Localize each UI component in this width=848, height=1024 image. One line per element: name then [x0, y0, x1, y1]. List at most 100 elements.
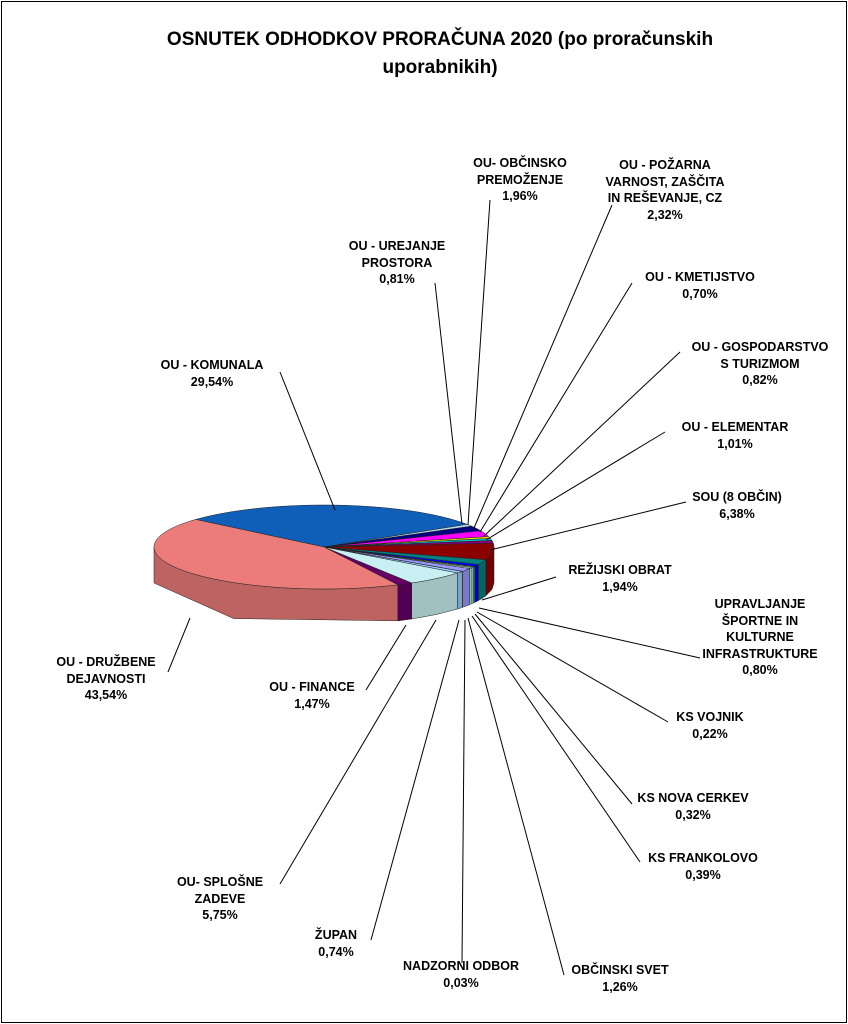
- leader-line: [461, 619, 466, 964]
- slice-percent: 1,26%: [602, 979, 638, 994]
- leader-line: [279, 371, 336, 511]
- slice-name: OU - UREJANJE: [348, 239, 446, 253]
- data-label: OU - POŽARNA VARNOST, ZAŠČITA IN REŠEVANJE…: [606, 157, 725, 223]
- slice-percent: 1,01%: [717, 436, 753, 451]
- slice-name: IN REŠEVANJE, CZ: [607, 191, 723, 205]
- data-label: UPRAVLJANJE ŠPORTNE IN KULTURNE INFRASTRUKT…: [702, 596, 817, 679]
- slice-percent: 0,80%: [742, 663, 778, 677]
- pie-slice-side: [478, 559, 487, 602]
- slice-percent: 29,54%: [190, 374, 234, 389]
- leader-line: [279, 619, 437, 885]
- leader-line: [485, 431, 666, 541]
- pie-slice[interactable]: [323, 546, 458, 584]
- leader-line: [474, 613, 633, 805]
- data-label: OU - ELEMENTAR 1,01%: [682, 419, 789, 452]
- slice-name: SOU (8 OBČIN): [692, 490, 782, 504]
- data-label: OBČINSKI SVET 1,26%: [571, 962, 668, 995]
- pie-slice-side: [474, 564, 479, 603]
- pie-slice-side: [457, 571, 463, 610]
- title-line: uporabnikih): [382, 57, 498, 78]
- pie-slice[interactable]: [153, 519, 399, 590]
- leader-line: [434, 282, 463, 525]
- data-label: OU - DRUŽBENE DEJAVNOSTI 43,54%: [56, 654, 155, 704]
- slice-percent: 1,96%: [502, 189, 538, 203]
- pie-slice[interactable]: [323, 542, 495, 561]
- slice-name: ŠPORTNE IN: [721, 613, 799, 628]
- slice-name: OU- SPLOŠNE: [176, 875, 264, 889]
- data-label: NADZORNI ODBOR 0,03%: [403, 958, 519, 991]
- slice-percent: 0,82%: [742, 373, 778, 387]
- slice-name: OU - KMETIJSTVO: [645, 270, 755, 284]
- slice-percent: 0,70%: [682, 286, 718, 301]
- slice-percent: 0,74%: [318, 944, 354, 959]
- pie-slice-side: [462, 568, 471, 608]
- slice-name: PROSTORA: [361, 255, 433, 270]
- slice-name: KS NOVA CERKEV: [637, 791, 749, 805]
- slice-name: ZADEVE: [194, 891, 246, 906]
- data-label: OU - UREJANJE PROSTORA 0,81%: [349, 238, 446, 288]
- slice-name: REŽIJSKI OBRAT: [568, 563, 672, 577]
- leader-line: [476, 611, 669, 723]
- slice-percent: 6,38%: [719, 506, 755, 521]
- slice-percent: 0,32%: [675, 807, 711, 822]
- slice-percent: 0,03%: [443, 975, 479, 990]
- chart-title: OSNUTEK ODHODKOV PRORAČUNA 2020 (po pror…: [90, 26, 790, 82]
- data-label: OU - KOMUNALA 29,54%: [161, 357, 264, 390]
- slice-percent: 1,47%: [294, 696, 330, 711]
- data-label: KS FRANKOLOVO 0,39%: [648, 850, 758, 883]
- pie-slice-side: [397, 582, 412, 622]
- slice-name: OU - ELEMENTAR: [681, 420, 789, 434]
- leader-line: [471, 615, 641, 863]
- data-label: REŽIJSKI OBRAT 1,94%: [568, 562, 671, 595]
- data-label: ŽUPAN 0,74%: [315, 927, 357, 960]
- slice-name: VARNOST, ZAŠČITA: [605, 174, 725, 189]
- slice-name: ŽUPAN: [314, 928, 358, 942]
- slice-percent: 0,22%: [692, 726, 728, 741]
- pie-slice-side: [469, 567, 473, 605]
- slice-name: PREMOŽENJE: [476, 172, 564, 187]
- leader-line: [473, 204, 613, 529]
- leader-line: [478, 607, 701, 659]
- data-label: SOU (8 OBČIN) 6,38%: [692, 489, 782, 522]
- slice-name: NADZORNI ODBOR: [403, 959, 519, 973]
- slice-name: DEJAVNOSTI: [66, 671, 146, 686]
- leader-line: [167, 617, 191, 673]
- leader-line: [467, 617, 565, 976]
- slice-name: OBČINSKI SVET: [571, 963, 669, 977]
- slice-name: INFRASTRUKTURE: [702, 646, 818, 661]
- data-label: OU - KMETIJSTVO 0,70%: [645, 269, 755, 302]
- slice-name: OU - GOSPODARSTVO: [691, 340, 829, 354]
- slice-name: KS FRANKOLOVO: [648, 851, 758, 865]
- slice-percent: 43,54%: [84, 688, 128, 702]
- leader-line: [489, 501, 687, 551]
- leader-line: [481, 576, 557, 601]
- leader-line: [483, 351, 681, 537]
- slice-name: OU - POŽARNA: [619, 158, 711, 172]
- leader-line: [479, 282, 633, 533]
- data-label: OU- OBČINSKO PREMOŽENJE 1,96%: [473, 155, 567, 205]
- slice-name: OU - DRUŽBENE: [56, 655, 156, 669]
- slice-percent: 0,39%: [685, 867, 721, 882]
- leader-line: [467, 199, 491, 526]
- slice-name: KS VOJNIK: [676, 710, 744, 724]
- slice-name: KULTURNE: [726, 630, 794, 644]
- leader-line: [365, 624, 407, 691]
- leader-line: [370, 619, 460, 941]
- slice-percent: 1,94%: [602, 579, 638, 594]
- data-label: KS VOJNIK 0,22%: [676, 709, 743, 742]
- slice-name: OU - KOMUNALA: [160, 358, 264, 372]
- data-label: OU- SPLOŠNE ZADEVE 5,75%: [177, 874, 263, 924]
- pie-slice[interactable]: [195, 504, 469, 548]
- title-line: OSNUTEK ODHODKOV PRORAČUNA 2020 (po pror…: [166, 29, 714, 50]
- data-label: KS NOVA CERKEV 0,32%: [637, 790, 748, 823]
- slice-name: OU- OBČINSKO: [473, 156, 567, 170]
- slice-percent: 5,75%: [202, 908, 238, 922]
- slice-percent: 2,32%: [647, 207, 683, 222]
- slice-percent: 0,81%: [379, 272, 415, 286]
- slice-name: UPRAVLJANJE: [714, 597, 806, 611]
